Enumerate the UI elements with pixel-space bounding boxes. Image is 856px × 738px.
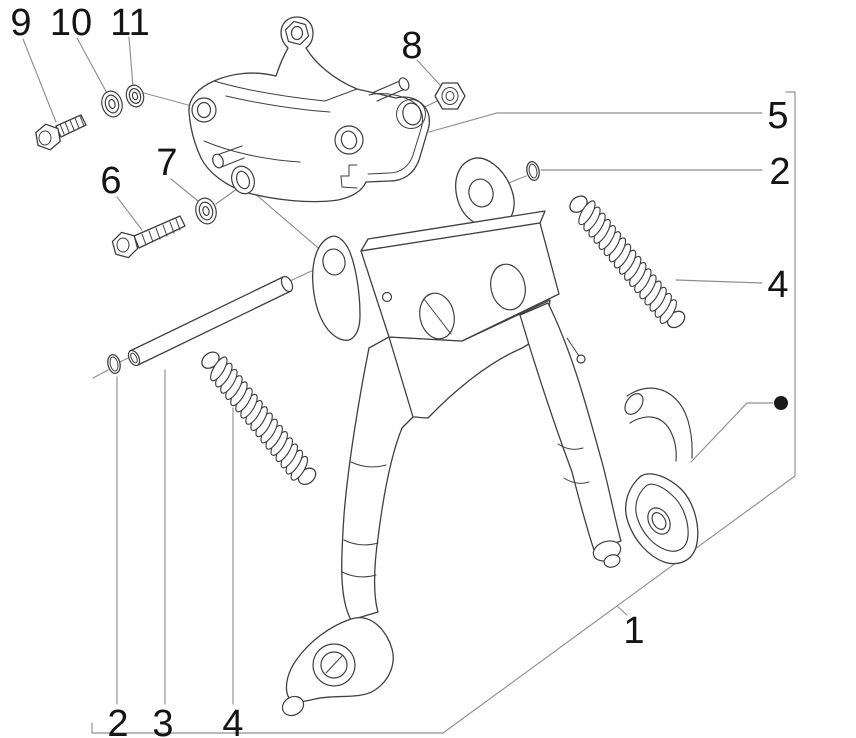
axis-line [119,357,129,363]
callout-label-9: 9 [10,2,31,44]
callout-label-2-bottom: 2 [107,703,128,738]
callout-label-7: 7 [156,142,177,184]
part-centre-stand [281,157,699,717]
callout-labels: 9 10 11 8 5 2 4 6 7 1 2 3 4 [10,2,790,738]
parts-artwork [35,16,699,717]
leader-line [675,279,763,284]
callout-label-3-bottom: 3 [152,703,173,738]
leader-line [690,402,774,463]
part-support-bracket [188,16,431,203]
part-washer-11 [125,84,145,108]
part-washer-10 [101,90,123,118]
part-ring-left [107,353,121,375]
part-washer-7 [195,197,217,225]
axis-line [252,191,332,260]
callout-label-2-right: 2 [769,151,790,193]
part-ring-right [526,160,540,182]
assembly-dot-marker [774,396,788,410]
leader-line [128,36,134,88]
callout-label-6: 6 [100,160,121,202]
part-bolt-6 [111,215,186,259]
leader-line [22,38,57,123]
callout-label-8: 8 [401,25,422,67]
part-bolt-9 [35,114,87,151]
part-pivot-pin [127,275,294,367]
callout-label-11: 11 [110,2,149,44]
leader-line [76,37,109,96]
leader-line [116,196,143,231]
axis-line [92,369,109,379]
leader-line [428,112,763,133]
leader-line [616,605,628,616]
assembly-bracket-line [91,91,796,734]
leader-line [416,59,441,86]
leader-line [170,178,199,202]
callout-label-1: 1 [623,610,644,652]
callout-label-4-right: 4 [767,264,788,306]
part-nut-8 [434,82,466,110]
part-spring-right [563,188,692,336]
callout-label-5: 5 [767,95,788,137]
callout-label-4-bottom: 4 [222,703,243,738]
callout-label-10: 10 [50,2,92,44]
part-spring-left [195,344,323,493]
